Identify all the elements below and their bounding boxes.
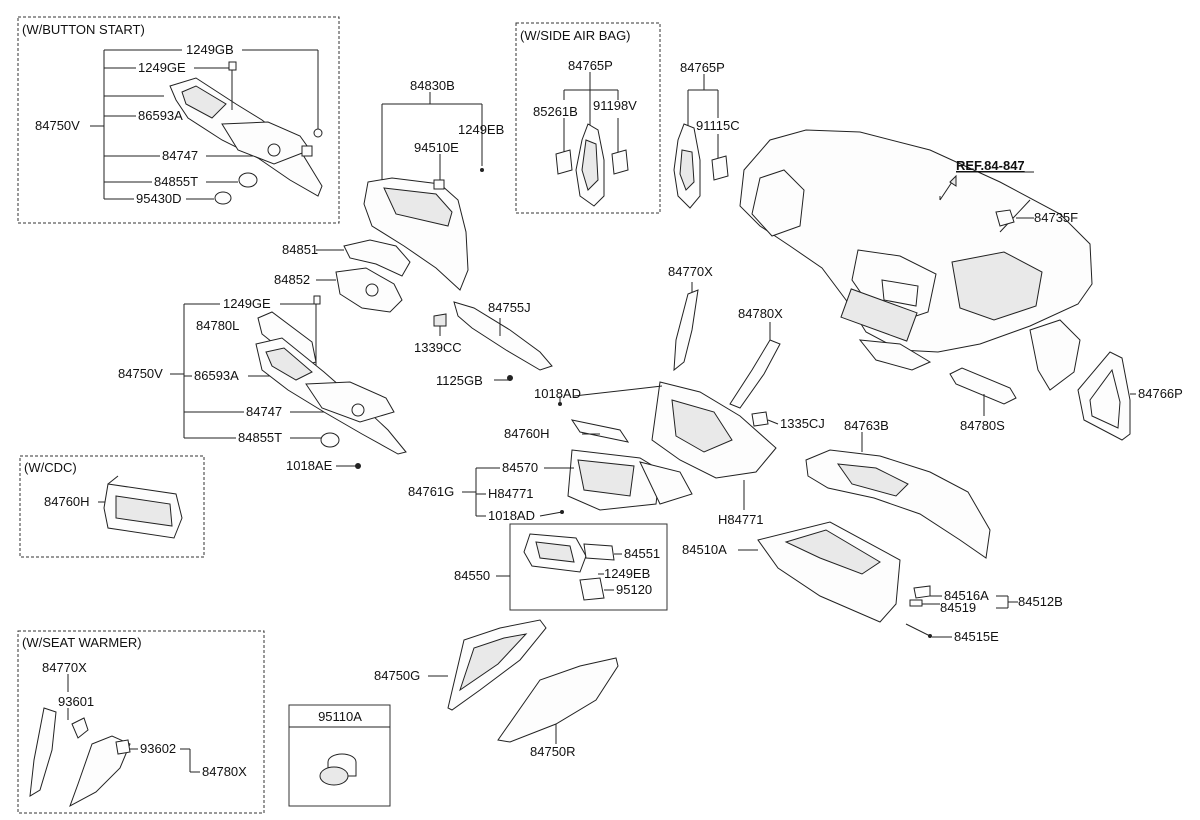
seat-warmer-box [17,630,265,814]
side-cover-parts [673,74,729,209]
label-84830B: 84830B [410,78,455,93]
label-84750V: 84750V [35,118,80,133]
label-84855T-mid: 84855T [238,430,282,445]
label-1339CC: 1339CC [414,340,462,355]
crash-pad-assembly [739,129,1093,391]
label-1018AD-top: 1018AD [534,386,581,401]
label-84765P: 84765P [680,60,725,75]
glovebox-upper-84763B [805,432,991,559]
label-84747: 84747 [162,148,198,163]
audio-unit-84550 [496,533,622,601]
label-84780X: 84780X [738,306,783,321]
label-84519: 84519 [940,600,976,615]
side-air-bag-box [515,22,661,214]
steering-shroud [316,239,411,313]
label-84755J: 84755J [488,300,531,315]
label-84770X-sw: 84770X [42,660,87,675]
label-93601: 93601 [58,694,94,709]
label-93602: 93602 [140,741,176,756]
trim-84780S [949,367,1017,416]
label-84760H: 84760H [504,426,550,441]
label-1249GB: 1249GB [186,42,234,57]
crash-pad-upper-cover [363,92,484,291]
side-air-bag-title: (W/SIDE AIR BAG) [520,28,631,43]
label-1018AE: 1018AE [286,458,333,473]
label-95430D: 95430D [136,191,182,206]
lower-panel-group [170,295,407,469]
button-start-title: (W/BUTTON START) [22,22,145,37]
label-1249GE: 1249GE [138,60,186,75]
label-84750G: 84750G [374,668,420,683]
label-86593A: 86593A [138,108,183,123]
label-H84771-b: H84771 [718,512,764,527]
label-85261B: 85261B [533,104,578,119]
cdc-title: (W/CDC) [24,460,77,475]
cdc-box [19,455,205,558]
label-1125GB: 1125GB [436,373,483,388]
side-trim-84766P [1077,351,1136,441]
label-84512B: 84512B [1018,594,1063,609]
label-84851: 84851 [282,242,318,257]
label-84551: 84551 [624,546,660,561]
label-84763B: 84763B [844,418,889,433]
label-84515E: 84515E [954,629,999,644]
label-84780X-sw: 84780X [202,764,247,779]
label-95120: 95120 [616,582,652,597]
part-95110A-title: 95110A [318,709,362,724]
label-86593A-mid: 86593A [194,368,239,383]
center-fascia-group [462,282,781,517]
label-84550: 84550 [454,568,490,583]
label-84761G: 84761G [408,484,454,499]
label-94510E: 94510E [414,140,459,155]
label-91198V: 91198V [593,98,637,113]
label-84770X: 84770X [668,264,713,279]
button-start-box [17,16,340,224]
label-84516A: 84516A [944,588,989,603]
label-1249EB-mid: 1249EB [604,566,650,581]
label-84570: 84570 [502,460,538,475]
label-84765P-sab: 84765P [568,58,613,73]
label-1335CJ: 1335CJ [780,416,825,431]
part-95110A [319,753,357,786]
label-84510A: 84510A [682,542,727,557]
label-84747-mid: 84747 [246,404,282,419]
glovebox-84510A [738,521,1018,638]
label-84780L: 84780L [196,318,239,333]
lower-covers [428,619,619,744]
button-start-group [90,49,323,205]
label-84750R: 84750R [530,744,576,759]
seat-warmer-title: (W/SEAT WARMER) [22,635,142,650]
duct-84755J [433,301,553,381]
label-H84771-a: H84771 [488,486,534,501]
ref-label: REF.84-847 [956,158,1025,173]
label-84766P: 84766P [1138,386,1183,401]
side-air-bag-parts [555,72,629,207]
label-84760H-cdc: 84760H [44,494,90,509]
cdc-bracket [98,475,183,539]
seat-warmer-parts [29,674,200,808]
label-84780S: 84780S [960,418,1005,433]
label-84852: 84852 [274,272,310,287]
label-1249GE-mid: 1249GE [223,296,271,311]
label-91115C: 91115C [696,118,740,133]
label-84855T: 84855T [154,174,198,189]
label-84750V-mid: 84750V [118,366,163,381]
label-1249EB-top: 1249EB [458,122,504,137]
label-1018AD-bot: 1018AD [488,508,535,523]
label-84735F: 84735F [1034,210,1078,225]
